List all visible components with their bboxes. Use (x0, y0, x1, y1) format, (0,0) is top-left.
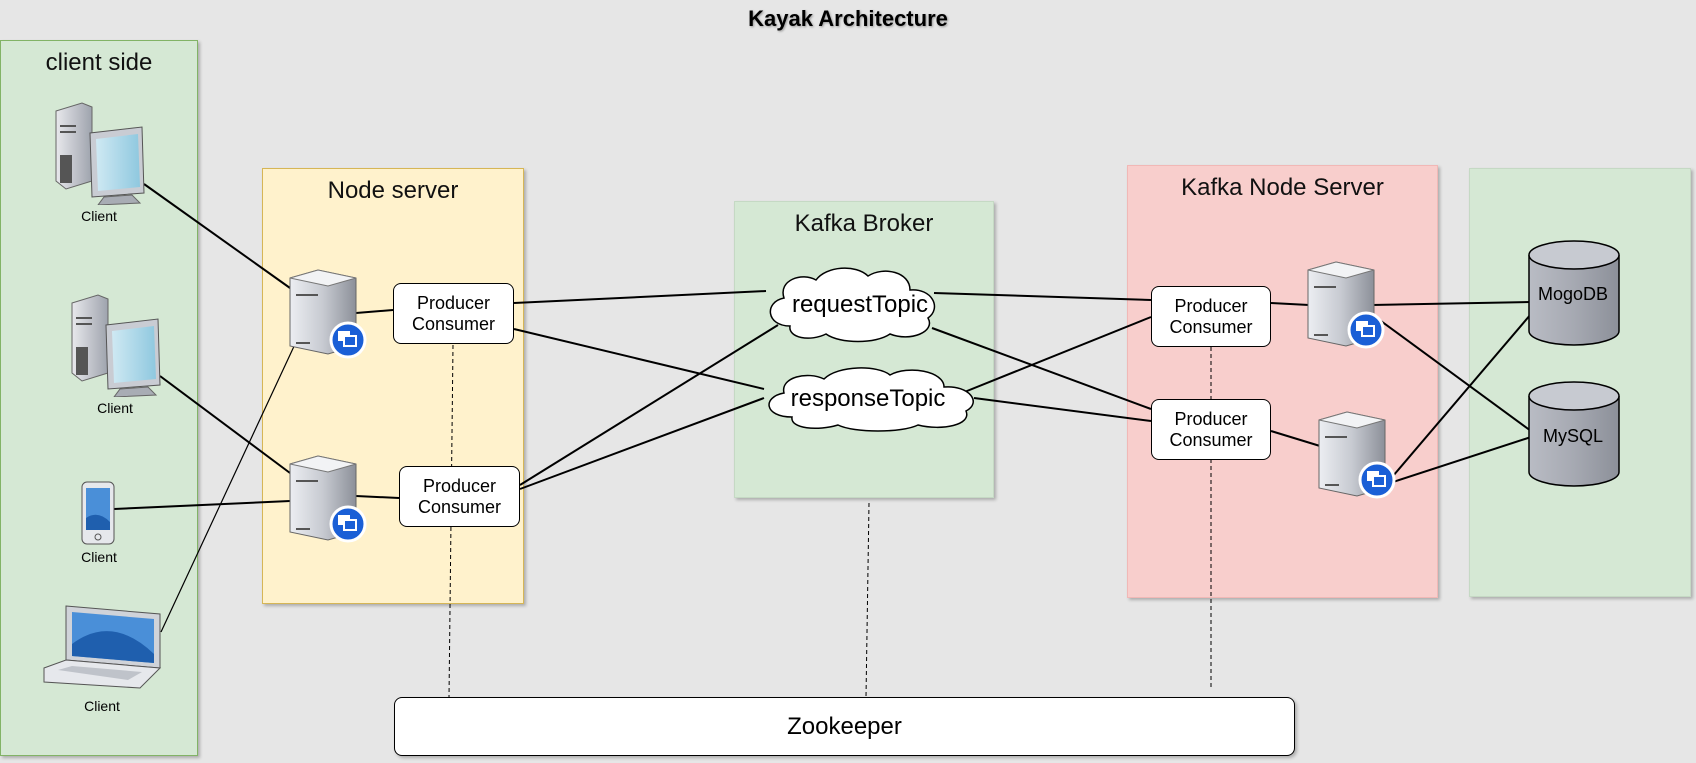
edge-client1-node1 (143, 183, 291, 289)
edge-pc2-response (519, 397, 765, 490)
server-icon (1307, 261, 1385, 349)
kafka-broker-title: Kafka Broker (794, 210, 934, 237)
edge-pc2-request (519, 324, 779, 486)
edge-laptop-node1 (160, 341, 297, 633)
kafka-node-server-group: Kafka Node Server (1127, 165, 1438, 598)
client-side-title: client side (45, 49, 153, 76)
kafka-broker-group: Kafka Broker (734, 201, 994, 498)
edge-client2-node2 (159, 375, 291, 474)
client-label: Client (81, 549, 117, 565)
zookeeper-label: Zookeeper (787, 712, 902, 740)
node-server-title: Node server (327, 177, 459, 204)
desktop-computer-icon (55, 102, 145, 205)
edge-kserver2-mongo (1392, 313, 1532, 477)
consumer-label: Consumer (1169, 316, 1253, 337)
producer-label: Producer (1174, 295, 1248, 316)
edge-client3-node2 (113, 500, 291, 510)
edge-response-kpc2 (973, 397, 1152, 422)
client-label: Client (97, 400, 133, 416)
producer-label: Producer (422, 475, 497, 496)
consumer-label: Consumer (411, 313, 496, 334)
edge-kpc2-kserver2 (1270, 430, 1321, 447)
edge-request-kpc1 (933, 292, 1152, 301)
edge-kserver1-mongo (1371, 301, 1532, 306)
server-icon (289, 269, 367, 359)
kafka-node-server-title: Kafka Node Server (1181, 174, 1384, 201)
edge-broker-zookeeper (865, 502, 870, 698)
mongodb-label: MogoDB (1537, 284, 1609, 304)
edge-node2-pc2 (355, 495, 400, 499)
edge-node1-pc1 (355, 309, 394, 314)
mysql-label: MySQL (1542, 426, 1603, 446)
edge-pc1-response (513, 328, 765, 390)
response-topic-label: responseTopic (790, 385, 946, 412)
server-icon (1318, 411, 1396, 499)
producer-consumer-kafka-1[interactable]: Producer Consumer (1151, 286, 1271, 347)
zookeeper-box[interactable]: Zookeeper (394, 697, 1295, 756)
edge-response-kpc1 (961, 316, 1152, 394)
request-topic-label: requestTopic (791, 291, 929, 318)
consumer-label: Consumer (417, 496, 502, 517)
mongodb-database-icon (1528, 240, 1620, 346)
producer-label: Producer (1174, 408, 1248, 429)
edge-request-kpc2 (931, 327, 1152, 410)
edge-kserver1-mysql (1369, 312, 1532, 432)
server-icon (289, 455, 367, 543)
producer-label: Producer (416, 292, 491, 313)
edge-pc1-request (513, 290, 767, 304)
desktop-computer-icon (71, 294, 161, 397)
producer-consumer-kafka-2[interactable]: Producer Consumer (1151, 399, 1271, 460)
laptop-icon (43, 605, 162, 689)
request-topic-cloud-icon (769, 267, 936, 343)
producer-consumer-node-2[interactable]: Producer Consumer (399, 466, 520, 527)
producer-consumer-node-1[interactable]: Producer Consumer (393, 283, 514, 344)
response-topic-cloud-icon (768, 367, 974, 432)
edge-kpc1-kserver1 (1270, 302, 1310, 306)
mysql-database-icon (1528, 381, 1620, 487)
tablet-icon (81, 481, 115, 545)
diagram-title: Kayak Architecture (748, 6, 948, 31)
consumer-label: Consumer (1169, 429, 1253, 450)
edge-kserver2-mysql (1392, 436, 1532, 483)
client-label: Client (84, 698, 120, 714)
client-label: Client (81, 208, 117, 224)
